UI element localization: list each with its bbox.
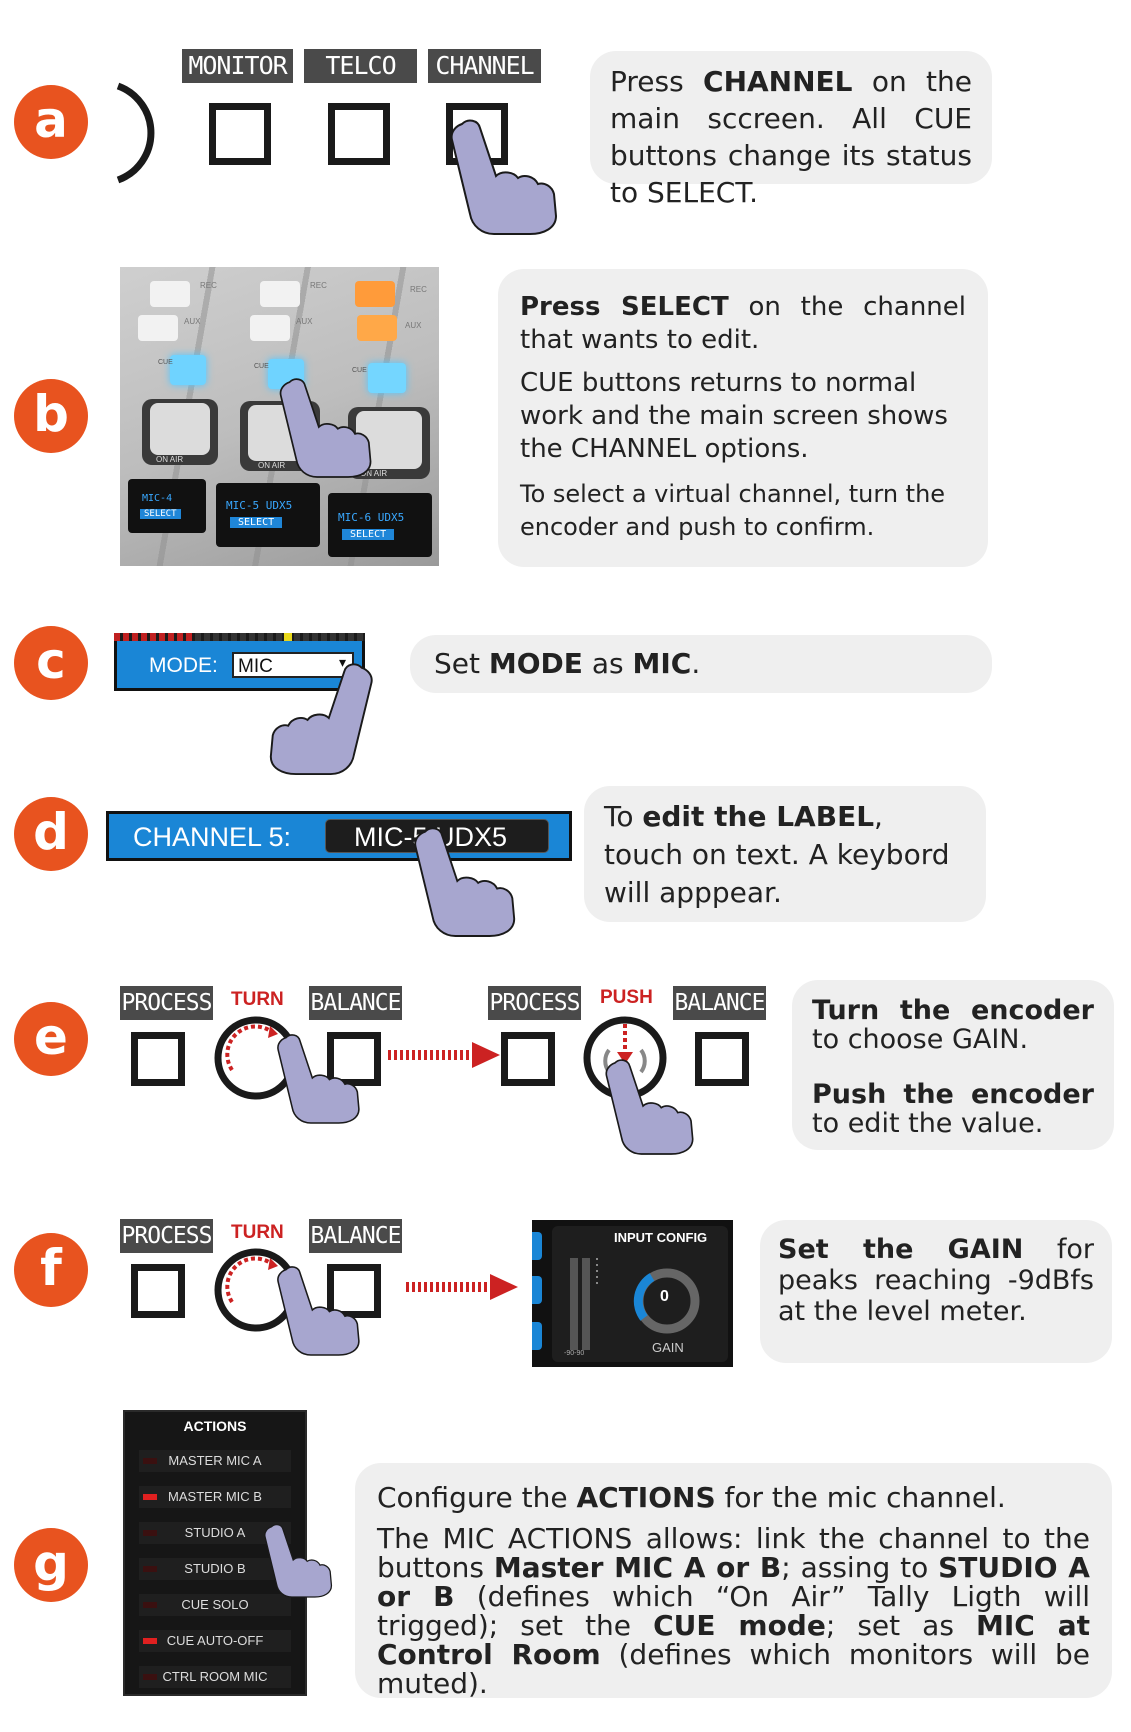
action-led [143, 1674, 157, 1680]
pointing-hand-icon [277, 1034, 360, 1124]
gain-dial-icon[interactable] [630, 1264, 704, 1338]
cue-label: CUE [254, 363, 269, 370]
level-meter [582, 1258, 590, 1350]
encoder-arc-icon [116, 82, 155, 184]
action-label: CUE AUTO-OFF [166, 1633, 264, 1648]
step-b-text: Press SELECT on the channel that wants t… [498, 269, 988, 567]
action-label: STUDIO B [184, 1561, 246, 1576]
action-item[interactable]: MASTER MIC B [139, 1486, 291, 1508]
step-e-text: Turn the encoder to choose GAIN. Push th… [792, 980, 1114, 1150]
tab-monitor: MONITOR [182, 49, 293, 83]
monitor-button[interactable] [209, 103, 271, 165]
on-air-label: ON AIR [258, 461, 286, 470]
action-led [143, 1638, 157, 1644]
pointing-hand-icon [277, 1266, 360, 1356]
action-label: CTRL ROOM MIC [162, 1669, 268, 1684]
mode-label: MODE: [149, 654, 218, 677]
tab-telco: TELCO [304, 49, 417, 83]
gain-label: GAIN [652, 1340, 684, 1355]
step-d-text: To edit the LABEL, touch on text. A keyb… [584, 786, 986, 922]
process-button[interactable] [131, 1264, 185, 1318]
aux-label: AUX [296, 317, 313, 326]
gain-value: 0 [660, 1288, 669, 1305]
telco-button[interactable] [328, 103, 390, 165]
process-tab: PROCESS [120, 986, 213, 1020]
input-config-panel: INPUT CONFIG -90-90 0 GAIN [532, 1220, 733, 1367]
on-air-label: ON AIR [360, 469, 388, 478]
rec-label: REC [310, 281, 327, 290]
pointing-hand-icon [605, 1059, 694, 1155]
action-item[interactable]: STUDIO B [139, 1558, 291, 1580]
action-led [143, 1602, 157, 1608]
action-label: MASTER MIC B [168, 1489, 262, 1504]
process-tab: PROCESS [120, 1219, 213, 1253]
action-label: CUE SOLO [181, 1597, 249, 1612]
balance-tab: BALANCE [673, 986, 766, 1020]
cue-key[interactable] [170, 355, 206, 385]
process-button[interactable] [131, 1032, 185, 1086]
balance-button[interactable] [327, 1032, 381, 1086]
pointing-hand-icon [279, 378, 372, 478]
balance-tab: BALANCE [309, 986, 402, 1020]
panel-title: INPUT CONFIG [614, 1230, 708, 1245]
step-c-badge: c [14, 626, 88, 700]
channel-display: MIC-5 UDX5 SELECT [216, 483, 320, 547]
action-item[interactable]: CUE AUTO-OFF [139, 1630, 291, 1652]
pointing-hand-icon [269, 663, 373, 776]
channel-display: MIC-4 SELECT [128, 479, 206, 533]
process-button[interactable] [501, 1032, 555, 1086]
channel-display: MIC-6 UDX5 SELECT [328, 493, 432, 557]
balance-button[interactable] [327, 1264, 381, 1318]
level-strip [114, 633, 365, 641]
meter-scale: -90-90 [564, 1350, 585, 1357]
action-label: STUDIO A [184, 1525, 246, 1540]
channel-label: CHANNEL 5: [133, 822, 292, 852]
turn-label: TURN [231, 1222, 284, 1243]
balance-tab: BALANCE [309, 1219, 402, 1253]
step-f-text: Set the GAIN for peaks reaching -9dBfs a… [760, 1220, 1112, 1363]
action-item[interactable]: STUDIO A [139, 1522, 291, 1544]
step-f-badge: f [14, 1233, 88, 1307]
action-item[interactable]: CTRL ROOM MIC [139, 1666, 291, 1688]
aux-label: AUX [405, 321, 422, 330]
step-a-badge: a [14, 85, 88, 159]
step-e-badge: e [14, 1002, 88, 1076]
cue-label: CUE [352, 367, 367, 374]
tab-channel: CHANNEL [428, 49, 541, 83]
action-led [143, 1494, 157, 1500]
arrow-right-icon [406, 1274, 518, 1300]
step-b-badge: b [14, 379, 88, 453]
action-label: MASTER MIC A [168, 1453, 262, 1468]
action-led [143, 1566, 157, 1572]
action-item[interactable]: MASTER MIC A [139, 1450, 291, 1472]
pointing-hand-icon [450, 119, 558, 235]
actions-title: ACTIONS [183, 1418, 247, 1434]
step-g-badge: g [14, 1528, 88, 1602]
on-air-label: ON AIR [156, 455, 184, 464]
process-tab: PROCESS [488, 986, 581, 1020]
step-c-text: Set MODE as MIC. [410, 635, 992, 693]
step-g-text: Configure the ACTIONS for the mic channe… [355, 1463, 1112, 1698]
push-label: PUSH [600, 987, 653, 1008]
step-a-text: Press CHANNEL on the main sccreen. All C… [590, 51, 992, 209]
rec-label: REC [410, 285, 427, 294]
pointing-hand-icon [264, 1523, 333, 1598]
console-photo: REC REC REC AUX AUX AUX CUE CUE CUE ON A… [120, 267, 439, 566]
turn-label: TURN [231, 989, 284, 1010]
action-led [143, 1458, 157, 1464]
chevron-down-icon: ▾ [338, 654, 346, 670]
pointing-hand-icon [414, 827, 516, 937]
aux-label: AUX [184, 317, 201, 326]
level-meter [570, 1258, 578, 1350]
action-item[interactable]: CUE SOLO [139, 1594, 291, 1616]
cue-label: CUE [158, 359, 173, 366]
cue-key[interactable] [368, 363, 406, 393]
balance-button[interactable] [695, 1032, 749, 1086]
action-led [143, 1530, 157, 1536]
step-d-badge: d [14, 797, 88, 871]
rec-label: REC [200, 281, 217, 290]
arrow-right-icon [388, 1042, 500, 1068]
